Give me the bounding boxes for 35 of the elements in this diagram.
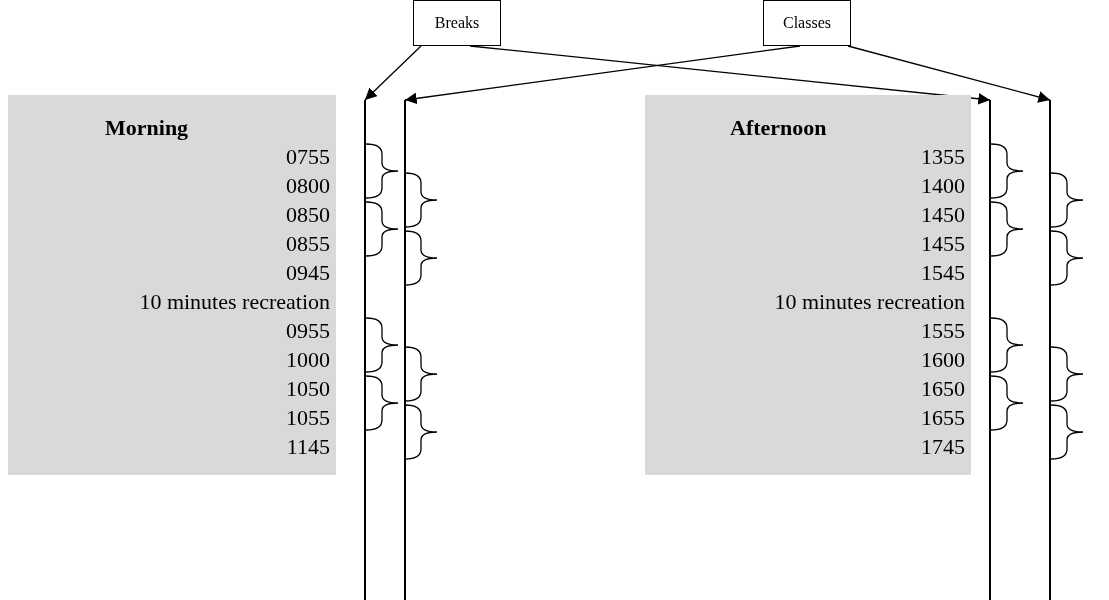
time-entry: 1650: [921, 375, 965, 403]
time-entry: 0800: [286, 172, 330, 200]
time-entry: 0850: [286, 201, 330, 229]
time-entry: 0955: [286, 317, 330, 345]
panel-heading: Morning: [105, 114, 189, 142]
label-box: Breaks: [413, 0, 501, 46]
schedule-panel: [8, 95, 336, 475]
label-box: Classes: [763, 0, 851, 46]
time-entry: 10 minutes recreation: [139, 288, 330, 316]
panel-heading: Afternoon: [730, 114, 827, 142]
arrow: [404, 45, 801, 105]
time-entry: 1000: [286, 346, 330, 374]
time-entry: 1545: [921, 259, 965, 287]
time-entry: 1555: [921, 317, 965, 345]
time-entry: 1600: [921, 346, 965, 374]
arrow: [847, 45, 1051, 103]
time-entry: 1355: [921, 143, 965, 171]
time-entry: 1055: [286, 404, 330, 432]
time-entry: 1745: [921, 433, 965, 461]
vertical-line: [364, 100, 366, 600]
time-entry: 1655: [921, 404, 965, 432]
time-entry: 1455: [921, 230, 965, 258]
time-entry: 1450: [921, 201, 965, 229]
vertical-line: [1049, 100, 1051, 600]
time-entry: 10 minutes recreation: [774, 288, 965, 316]
time-entry: 0755: [286, 143, 330, 171]
time-entry: 0945: [286, 259, 330, 287]
time-entry: 1145: [286, 433, 330, 461]
time-entry: 0855: [286, 230, 330, 258]
vertical-line: [404, 100, 406, 600]
time-entry: 1400: [921, 172, 965, 200]
arrow: [364, 45, 422, 101]
vertical-line: [989, 100, 991, 600]
schedule-panel: [645, 95, 971, 475]
time-entry: 1050: [286, 375, 330, 403]
